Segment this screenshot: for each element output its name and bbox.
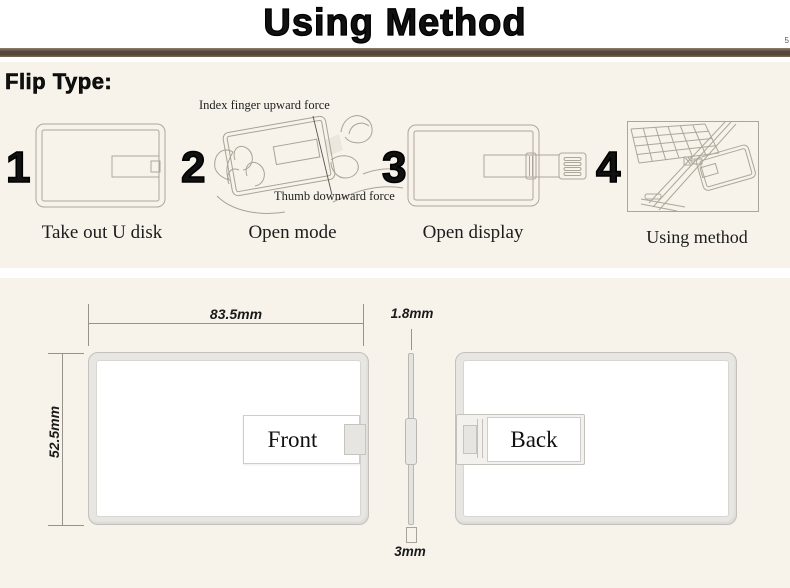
card-open-illustration	[407, 124, 587, 207]
back-usb-contact-line-1	[477, 419, 478, 458]
card-closed-illustration	[35, 123, 166, 208]
height-dim-tick-top	[48, 353, 84, 354]
usb-thickness-bracket	[406, 527, 417, 543]
width-dimension-line	[88, 323, 364, 324]
flip-type-heading: Flip Type:	[5, 69, 113, 95]
card-thickness-dimension: 1.8mm	[390, 306, 434, 321]
step-3-number: 3	[381, 143, 407, 192]
back-usb-contact-line-2	[482, 419, 483, 458]
back-label: Back	[510, 426, 558, 452]
front-label: Front	[267, 426, 318, 452]
step-1-caption: Take out U disk	[41, 222, 163, 243]
title-divider-bar	[0, 48, 790, 57]
hands-flipping-illustration	[214, 115, 404, 214]
annotation-thumb: Thumb downward force	[274, 189, 395, 203]
front-usb-tab: Front	[243, 415, 360, 464]
card-width-dimension: 83.5mm	[209, 306, 263, 322]
step-4-number: 4	[595, 143, 621, 192]
thickness-dim-line	[411, 329, 412, 350]
usb-thickness-dimension: 3mm	[394, 544, 426, 559]
back-usb-connector	[463, 425, 477, 454]
width-dim-tick-right	[363, 304, 364, 346]
step-4-caption: Using method	[646, 227, 748, 247]
height-dimension-line	[62, 353, 63, 525]
card-side-usb-bulge	[405, 418, 417, 465]
dimensions-panel: 83.5mm 1.8mm 52.5mm Front 3mm	[0, 278, 790, 588]
step-1-number: 1	[5, 143, 31, 192]
width-dim-tick-left	[88, 304, 89, 346]
laptop-usage-illustration	[627, 121, 759, 212]
front-usb-connector	[344, 424, 366, 455]
step-3-caption: Open display	[422, 222, 524, 243]
step-2-number: 2	[180, 143, 206, 192]
card-height-dimension: 52.5mm	[46, 405, 62, 459]
flip-type-panel: Flip Type: 1 Take out U disk Index finge…	[0, 62, 790, 268]
back-usb-tab-face: Back	[487, 417, 581, 462]
step-2-caption: Open mode	[248, 222, 337, 243]
page-marker: 5	[784, 36, 789, 45]
height-dim-tick-bottom	[48, 525, 84, 526]
force-annotation-line	[312, 115, 333, 196]
page-title: Using Method	[263, 1, 527, 44]
annotation-index-finger: Index finger upward force	[199, 98, 330, 112]
